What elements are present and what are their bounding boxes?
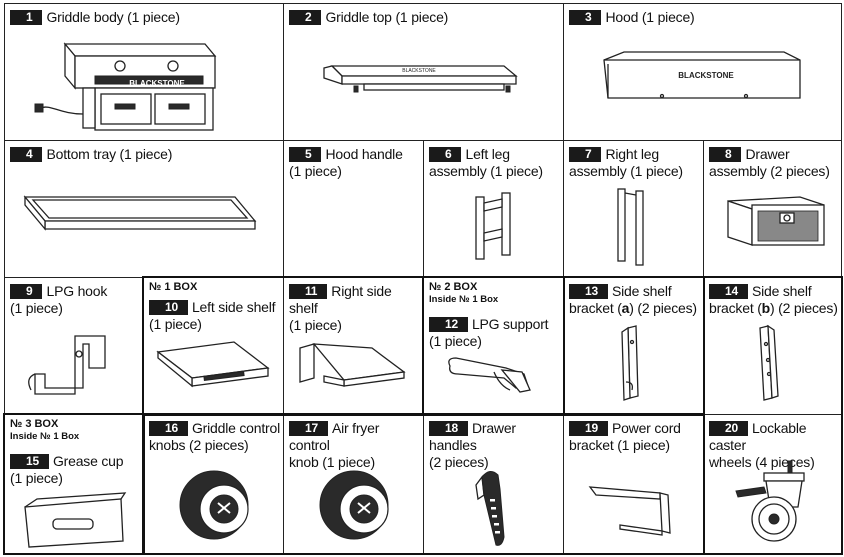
air-fryer-control-knob-illustration xyxy=(319,470,389,540)
part-number-14: 14 xyxy=(709,284,748,299)
griddle-body-illustration: BLACKSTONE xyxy=(34,42,217,131)
box-1-title: № 1 BOX xyxy=(149,281,198,293)
grease-cup-illustration xyxy=(24,492,127,548)
part-number-7: 7 xyxy=(569,147,602,162)
part-number-8: 8 xyxy=(709,147,742,162)
part-number-20: 20 xyxy=(709,421,748,436)
side-shelf-bracket-a-illustration xyxy=(621,325,639,401)
part-number-12: 12 xyxy=(429,317,468,332)
part-number-18: 18 xyxy=(429,421,468,436)
griddle-body-brand: BLACKSTONE xyxy=(129,79,185,88)
part-number-9: 9 xyxy=(10,284,43,299)
griddle-top-brand: BLACKSTONE xyxy=(402,68,436,74)
part-number-17: 17 xyxy=(289,421,328,436)
hood-illustration: BLACKSTONE xyxy=(603,51,801,99)
part-number-5: 5 xyxy=(289,147,322,162)
lpg-hook-illustration xyxy=(28,335,106,395)
part-number-16: 16 xyxy=(149,421,188,436)
part-number-19: 19 xyxy=(569,421,608,436)
hood-handle-illustration xyxy=(299,180,399,268)
right-leg-illustration xyxy=(617,188,644,266)
part-number-6: 6 xyxy=(429,147,462,162)
part-number-3: 3 xyxy=(569,10,602,25)
part-number-1: 1 xyxy=(10,10,43,25)
griddle-control-knob-illustration xyxy=(179,470,249,540)
caster-wheel-illustration xyxy=(735,460,805,542)
bottom-tray-illustration xyxy=(23,195,257,231)
right-side-shelf-illustration xyxy=(299,343,406,387)
drawer-handle-illustration xyxy=(475,471,505,546)
griddle-top-illustration: BLACKSTONE xyxy=(323,65,518,93)
hood-brand: BLACKSTONE xyxy=(678,71,734,80)
part-number-15: 15 xyxy=(10,454,49,469)
part-number-11: 11 xyxy=(289,284,328,299)
power-cord-bracket-illustration xyxy=(588,486,671,536)
part-number-2: 2 xyxy=(289,10,322,25)
part-number-10: 10 xyxy=(149,300,188,315)
lpg-support-illustration xyxy=(448,357,531,393)
part-number-4: 4 xyxy=(10,147,43,162)
left-leg-illustration xyxy=(475,192,511,260)
part-number-13: 13 xyxy=(569,284,608,299)
side-shelf-bracket-b-illustration xyxy=(759,324,779,401)
left-side-shelf-illustration xyxy=(156,341,270,388)
drawer-assembly-illustration xyxy=(727,196,825,246)
